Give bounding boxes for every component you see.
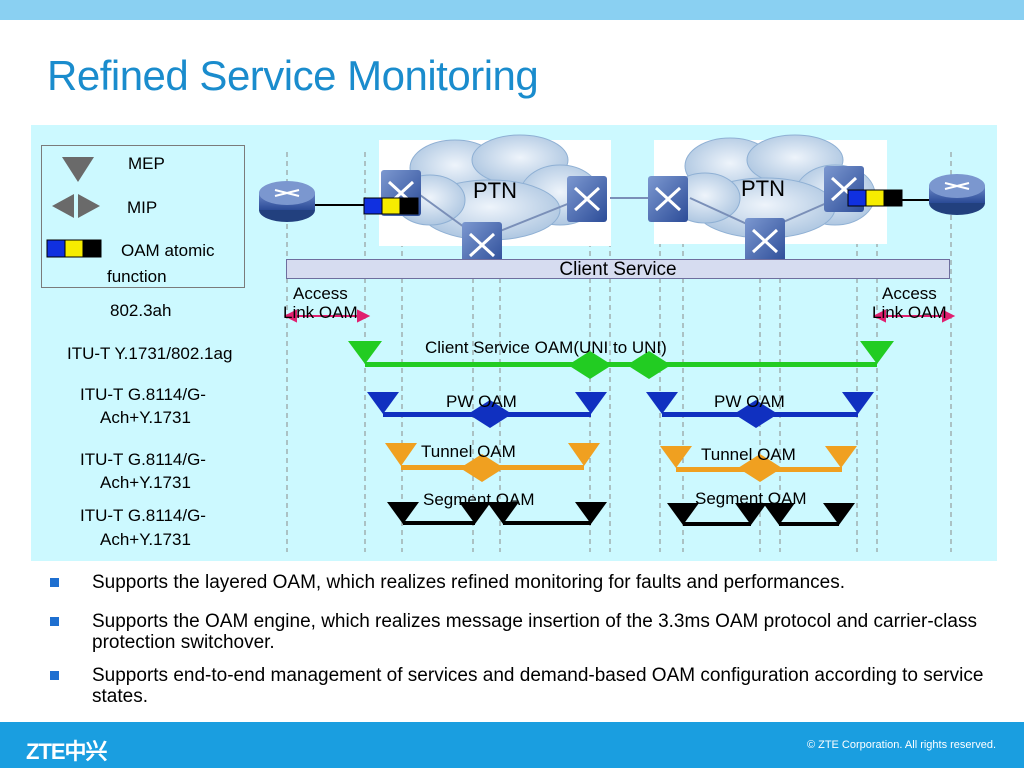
mep-icon xyxy=(825,446,857,468)
pw-oam-right-label: PW OAM xyxy=(714,392,785,411)
router-right-icon xyxy=(929,174,985,215)
mip-icon xyxy=(738,454,760,482)
client-service-oam-label: Client Service OAM(UNI to UNI) xyxy=(425,338,667,357)
mep-icon xyxy=(575,502,607,524)
mep-icon xyxy=(487,502,519,524)
access-left-line1: Access xyxy=(293,284,348,303)
standard-tunnel-line2: Ach+Y.1731 xyxy=(100,473,191,492)
standard-segment-line2: Ach+Y.1731 xyxy=(100,530,191,549)
router-left-icon xyxy=(259,181,315,222)
bullet-item: Supports end-to-end management of servic… xyxy=(44,665,1004,707)
client-service-oam-line xyxy=(348,341,894,379)
mep-icon xyxy=(385,443,417,466)
ptn-left-label: PTN xyxy=(473,178,517,203)
mip-icon xyxy=(734,400,756,428)
pw-oam-left xyxy=(367,392,607,428)
mep-icon xyxy=(387,502,419,524)
bullet-marker xyxy=(50,671,59,680)
mep-icon xyxy=(660,446,692,468)
oam-atomic-legend-icon xyxy=(46,239,102,258)
tunnel-oam-right xyxy=(660,446,857,482)
legend-mep-label: MEP xyxy=(128,154,165,173)
access-link-oam-left xyxy=(283,309,371,323)
standard-pw-line1: ITU-T G.8114/G- xyxy=(80,385,206,404)
mip-icon xyxy=(756,400,778,428)
legend-oam-label-line1: OAM atomic xyxy=(121,241,215,260)
standard-tunnel-line1: ITU-T G.8114/G- xyxy=(80,450,206,469)
mep-icon xyxy=(860,341,894,364)
zte-logo: ZTE中兴 xyxy=(26,739,108,764)
bullet-marker xyxy=(50,578,59,587)
mip-icon xyxy=(627,351,649,379)
bullet-marker xyxy=(50,617,59,626)
access-right-line2: Link OAM xyxy=(872,303,947,322)
segment-oam-left-label: Segment OAM xyxy=(423,490,535,509)
bullet-list: Supports the layered OAM, which realizes… xyxy=(44,572,1004,718)
mep-icon xyxy=(575,392,607,414)
mip-legend-icon xyxy=(52,194,100,218)
pw-oam-left-label: PW OAM xyxy=(446,392,517,411)
mep-icon xyxy=(367,392,399,414)
copyright-text: © ZTE Corporation. All rights reserved. xyxy=(806,739,996,751)
oam-atomic-block-right xyxy=(847,189,903,207)
oam-atomic-block-left xyxy=(363,197,419,215)
access-link-oam-right xyxy=(872,309,956,323)
standard-y1731: ITU-T Y.1731/802.1ag xyxy=(67,344,233,363)
ptn-right-label: PTN xyxy=(741,176,785,201)
footer-bar xyxy=(0,722,1024,768)
standard-802-3ah: 802.3ah xyxy=(110,301,172,320)
pw-oam-right xyxy=(646,392,874,428)
bullet-item: Supports the OAM engine, which realizes … xyxy=(44,611,1004,653)
mip-icon xyxy=(760,454,782,482)
mip-icon xyxy=(490,400,512,428)
tunnel-oam-left-label: Tunnel OAM xyxy=(421,442,516,461)
mep-icon xyxy=(763,503,795,525)
client-service-bar: Client Service xyxy=(286,259,950,279)
standard-pw-line2: Ach+Y.1731 xyxy=(100,408,191,427)
mep-icon xyxy=(646,392,678,414)
tunnel-oam-left xyxy=(385,443,600,482)
mip-icon xyxy=(460,454,482,482)
switch-p-left-icon xyxy=(462,222,502,268)
access-left-line2: Link OAM xyxy=(283,303,358,322)
switch-pe-left2-icon xyxy=(567,176,607,222)
access-right-line1: Access xyxy=(882,284,937,303)
legend-mip-label: MIP xyxy=(127,198,158,217)
client-service-label: Client Service xyxy=(559,259,677,280)
bullet-item: Supports the layered OAM, which realizes… xyxy=(44,572,1004,593)
mep-icon xyxy=(459,502,491,524)
mep-legend-icon xyxy=(62,157,94,182)
mip-icon xyxy=(468,400,490,428)
switch-pe-right1-icon xyxy=(648,176,688,222)
mip-icon xyxy=(590,351,612,379)
mip-icon xyxy=(482,454,504,482)
segment-oam-left xyxy=(387,502,607,525)
segment-oam-right xyxy=(667,503,855,526)
mep-icon xyxy=(667,503,699,525)
legend-oam-label-line2: function xyxy=(107,267,167,286)
mep-icon xyxy=(568,443,600,466)
mep-icon xyxy=(348,341,382,364)
mep-icon xyxy=(823,503,855,525)
page-title: Refined Service Monitoring xyxy=(47,52,539,99)
mip-icon xyxy=(649,351,671,379)
top-bar xyxy=(0,0,1024,20)
segment-oam-right-label: Segment OAM xyxy=(695,489,807,508)
tunnel-oam-right-label: Tunnel OAM xyxy=(701,445,796,464)
standard-segment-line1: ITU-T G.8114/G- xyxy=(80,506,206,525)
switch-p-right-icon xyxy=(745,218,785,264)
mep-icon xyxy=(842,392,874,414)
mep-icon xyxy=(735,503,767,525)
mip-icon xyxy=(568,351,590,379)
